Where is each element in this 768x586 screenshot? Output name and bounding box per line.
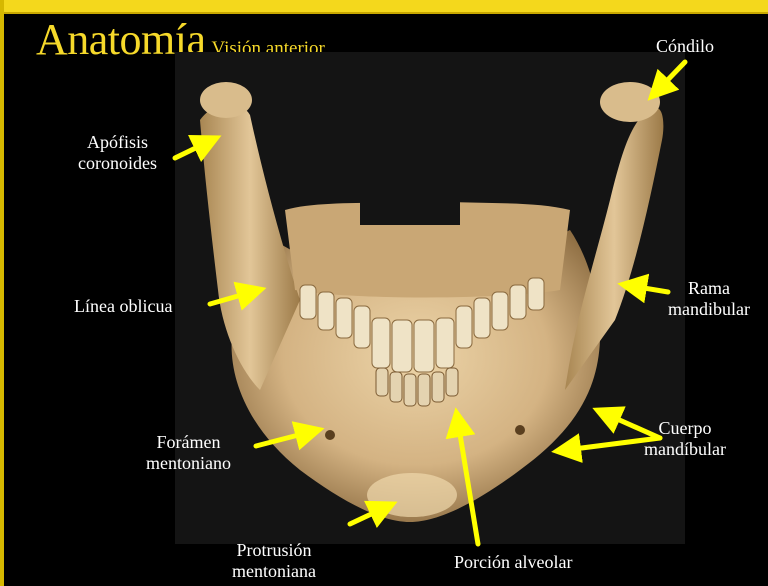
label-rama-mandibular: Rama mandibular	[668, 278, 750, 320]
label-foramen-line2: mentoniano	[146, 453, 231, 474]
label-protrusion-mentoniana: Protrusión mentoniana	[232, 540, 316, 582]
label-linea-oblicua: Línea oblicua	[74, 296, 172, 317]
label-condilo-text: Cóndilo	[656, 36, 714, 56]
label-rama-line2: mandibular	[668, 299, 750, 320]
label-linea-oblicua-text: Línea oblicua	[74, 296, 172, 316]
label-foramen-mentoniano: Forámen mentoniano	[146, 432, 231, 474]
label-protrusion-line2: mentoniana	[232, 561, 316, 582]
arrow-linea-oblicua	[210, 292, 252, 304]
label-apofisis-line2: coronoides	[78, 153, 157, 174]
label-protrusion-line1: Protrusión	[232, 540, 316, 561]
arrow-protrusion	[350, 508, 384, 524]
arrow-apofisis	[175, 142, 208, 158]
label-condilo: Cóndilo	[656, 36, 714, 57]
arrow-condilo	[658, 62, 685, 90]
arrow-porcion-alveolar	[458, 422, 478, 544]
label-rama-line1: Rama	[668, 278, 750, 299]
label-foramen-line1: Forámen	[146, 432, 231, 453]
arrow-rama	[632, 286, 668, 292]
label-apofisis-coronoides: Apófisis coronoides	[78, 132, 157, 174]
label-apofisis-line1: Apófisis	[78, 132, 157, 153]
label-cuerpo-line1: Cuerpo	[644, 418, 726, 439]
label-porcion-alveolar-text: Porción alveolar	[454, 552, 572, 572]
arrow-foramen	[256, 432, 310, 446]
label-porcion-alveolar: Porción alveolar	[454, 552, 572, 573]
label-cuerpo-line2: mandíbular	[644, 439, 726, 460]
label-cuerpo-mandibular: Cuerpo mandíbular	[644, 418, 726, 460]
